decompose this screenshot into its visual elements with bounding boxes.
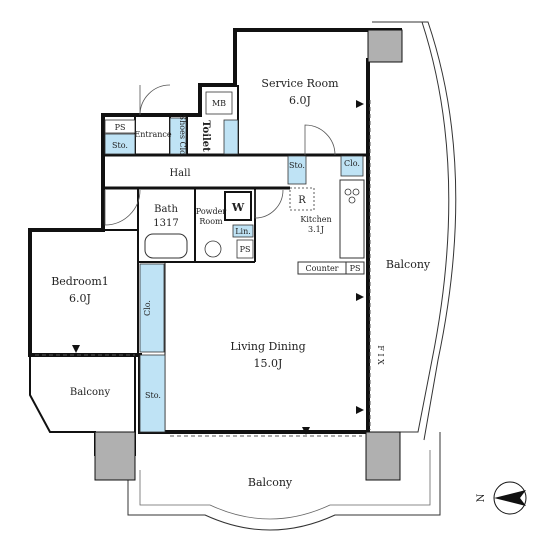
compass-label: N xyxy=(476,493,487,502)
powder-room-label-2: Room xyxy=(199,217,223,226)
ps-top-box xyxy=(104,119,136,134)
counter-label: Counter xyxy=(305,264,338,273)
kitchen-size: 3.1J xyxy=(308,225,324,234)
arrow-marker xyxy=(356,406,364,414)
clo-bedroom-label: Clo. xyxy=(143,300,152,316)
bathtub xyxy=(144,233,188,259)
r-label: R xyxy=(298,195,306,206)
lin-label: Lin. xyxy=(235,227,251,236)
balcony-right-label: Balcony xyxy=(386,258,431,271)
toilet-label: Toilet xyxy=(200,120,211,152)
balcony-left-label: Balcony xyxy=(70,387,111,398)
door-bath xyxy=(254,189,284,219)
sto-top-left-label: Sto. xyxy=(112,141,128,150)
service-room-size: 6.0J xyxy=(289,94,311,107)
r-fridge-box xyxy=(289,187,315,211)
bedroom-size: 6.0J xyxy=(69,292,91,305)
kitchen-counter xyxy=(339,179,365,259)
sto-top-left xyxy=(104,133,136,155)
door-entrance xyxy=(139,84,171,116)
sto-living-box xyxy=(139,354,166,433)
entrance-label: Entrance xyxy=(134,130,171,139)
kitchen-label: Kitchen xyxy=(300,215,331,224)
balcony-bottom-inner xyxy=(139,450,431,520)
sink-icon xyxy=(204,240,222,258)
service-room-label: Service Room xyxy=(261,77,339,90)
stove-burner-icon xyxy=(352,188,360,196)
shoes-clo xyxy=(169,117,187,155)
door-bedroom xyxy=(104,189,141,226)
hall-label: Hall xyxy=(169,168,190,179)
fix-label: F I X xyxy=(376,345,385,365)
balcony-bottom-outline xyxy=(127,432,441,531)
clo-kitchen-box xyxy=(340,155,364,177)
sto-kitchen-box xyxy=(287,155,307,185)
clo-kitchen-label: Clo. xyxy=(344,159,360,168)
ps-bath-label: PS xyxy=(240,245,251,254)
stove-burner-icon xyxy=(344,188,352,196)
clo-bedroom-box xyxy=(139,263,165,353)
living-dining-label: Living Dining xyxy=(230,340,305,353)
w-label: W xyxy=(231,201,245,214)
stove-burner-icon xyxy=(348,196,356,204)
arrow-marker xyxy=(302,427,310,435)
balcony-bottom-label: Balcony xyxy=(248,476,293,489)
balcony-right-outline-inner xyxy=(422,21,457,441)
compass-needle-icon xyxy=(494,490,526,506)
door-service xyxy=(304,124,336,156)
arrow-marker xyxy=(356,100,364,108)
ps-counter-label: PS xyxy=(350,264,361,273)
bath-size: 1317 xyxy=(153,218,178,229)
living-dining-size: 15.0J xyxy=(254,357,283,370)
ps-counter-box xyxy=(345,261,365,275)
sto-kitchen-label: Sto. xyxy=(289,161,305,170)
column-top-right xyxy=(367,29,403,63)
mb-box xyxy=(205,91,233,115)
toilet-storage xyxy=(223,119,239,155)
balcony-right-outline xyxy=(372,21,450,433)
arrow-marker xyxy=(356,293,364,301)
powder-room-label-1: Powder xyxy=(196,207,227,216)
column-bottom-left xyxy=(94,431,136,481)
column-bottom-right xyxy=(365,431,401,481)
bath-label: Bath xyxy=(154,204,178,215)
arrow-marker xyxy=(72,345,80,353)
sto-living-label: Sto. xyxy=(145,391,161,400)
lin-box xyxy=(232,224,254,238)
bedroom-label: Bedroom1 xyxy=(51,275,109,288)
ps-bath-box xyxy=(236,239,254,259)
washer-box xyxy=(224,191,252,221)
shoes-clo-label: Shoes Clo. xyxy=(178,115,187,158)
mb-label: MB xyxy=(212,99,226,108)
ps-top-label: PS xyxy=(115,123,126,132)
